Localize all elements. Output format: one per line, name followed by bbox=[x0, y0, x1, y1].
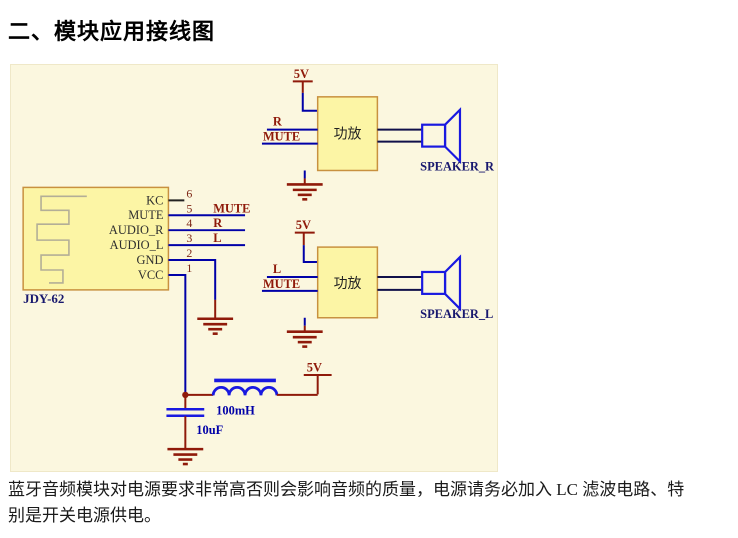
pin-label-kc: KC bbox=[146, 193, 163, 207]
inductor-value-label: 100mH bbox=[216, 403, 255, 417]
pin-number-3: 3 bbox=[186, 231, 192, 245]
wire-gnd-pin bbox=[168, 259, 217, 300]
capacitor-value-label: 10uF bbox=[196, 423, 223, 437]
wire-5v-l bbox=[302, 245, 318, 264]
pin-number-5: 5 bbox=[186, 201, 192, 215]
amp-box-l bbox=[316, 246, 379, 319]
wire-vcc bbox=[168, 273, 187, 393]
body-paragraph-line1: 蓝牙音频模块对电源要求非常高否则会影响音频的质量，电源请务必加入 LC 滤波电路… bbox=[8, 480, 685, 499]
inductor-icon bbox=[211, 386, 279, 396]
module-name-label: JDY-62 bbox=[23, 291, 64, 306]
pin-label-mute: MUTE bbox=[128, 208, 163, 222]
speaker-l-label: SPEAKER_L bbox=[420, 307, 493, 321]
page-heading: 二、模块应用接线图 bbox=[8, 19, 216, 44]
wire-5v-r bbox=[301, 92, 318, 112]
pin-number-4: 4 bbox=[186, 216, 192, 230]
power-5v-label-l: 5V bbox=[296, 218, 311, 232]
pin-number-2: 2 bbox=[186, 246, 192, 260]
ground-icon bbox=[285, 330, 324, 348]
speaker-icon bbox=[421, 107, 462, 165]
amp-label-r: 功放 bbox=[334, 127, 362, 143]
capacitor-icon bbox=[166, 408, 205, 418]
net-label-l: L bbox=[213, 231, 221, 245]
speaker-r-label: SPEAKER_R bbox=[420, 159, 495, 173]
jdy62-module-box bbox=[22, 186, 170, 291]
ground-icon bbox=[166, 447, 205, 466]
amp-l-input-mute-label: MUTE bbox=[263, 277, 300, 291]
antenna-icon bbox=[36, 195, 87, 284]
ground-icon bbox=[285, 183, 324, 201]
amp-box-r bbox=[316, 96, 379, 172]
power-5v-label-r: 5V bbox=[294, 67, 309, 81]
net-label-mute: MUTE bbox=[213, 201, 250, 215]
pin-label-gnd: GND bbox=[137, 253, 164, 267]
amp-r-input-r-label: R bbox=[273, 115, 283, 129]
amp-r-input-mute-label: MUTE bbox=[263, 130, 300, 144]
body-paragraph-line2: 别是开关电源供电。 bbox=[8, 506, 161, 525]
pin-label-vcc: VCC bbox=[138, 268, 164, 282]
schematic-diagram: JDY-62 KC MUTE AUDIO_R AUDIO_L GND VCC 6… bbox=[22, 67, 495, 466]
body-paragraph: 蓝牙音频模块对电源要求非常高否则会影响音频的质量，电源请务必加入 LC 滤波电路… bbox=[8, 477, 732, 529]
pin-number-1: 1 bbox=[186, 261, 192, 275]
pin-label-audio-l: AUDIO_L bbox=[110, 238, 164, 252]
pin-label-audio-r: AUDIO_R bbox=[109, 223, 164, 237]
power-5v-label-filter: 5V bbox=[307, 360, 322, 374]
amp-l-input-l-label: L bbox=[273, 262, 281, 276]
amp-label-l: 功放 bbox=[334, 276, 362, 292]
ground-icon bbox=[195, 317, 235, 335]
speaker-icon bbox=[421, 254, 462, 312]
pin-number-6: 6 bbox=[186, 186, 192, 200]
net-label-r: R bbox=[213, 216, 223, 230]
schematic-sheet: JDY-62 KC MUTE AUDIO_R AUDIO_L GND VCC 6… bbox=[10, 64, 498, 472]
